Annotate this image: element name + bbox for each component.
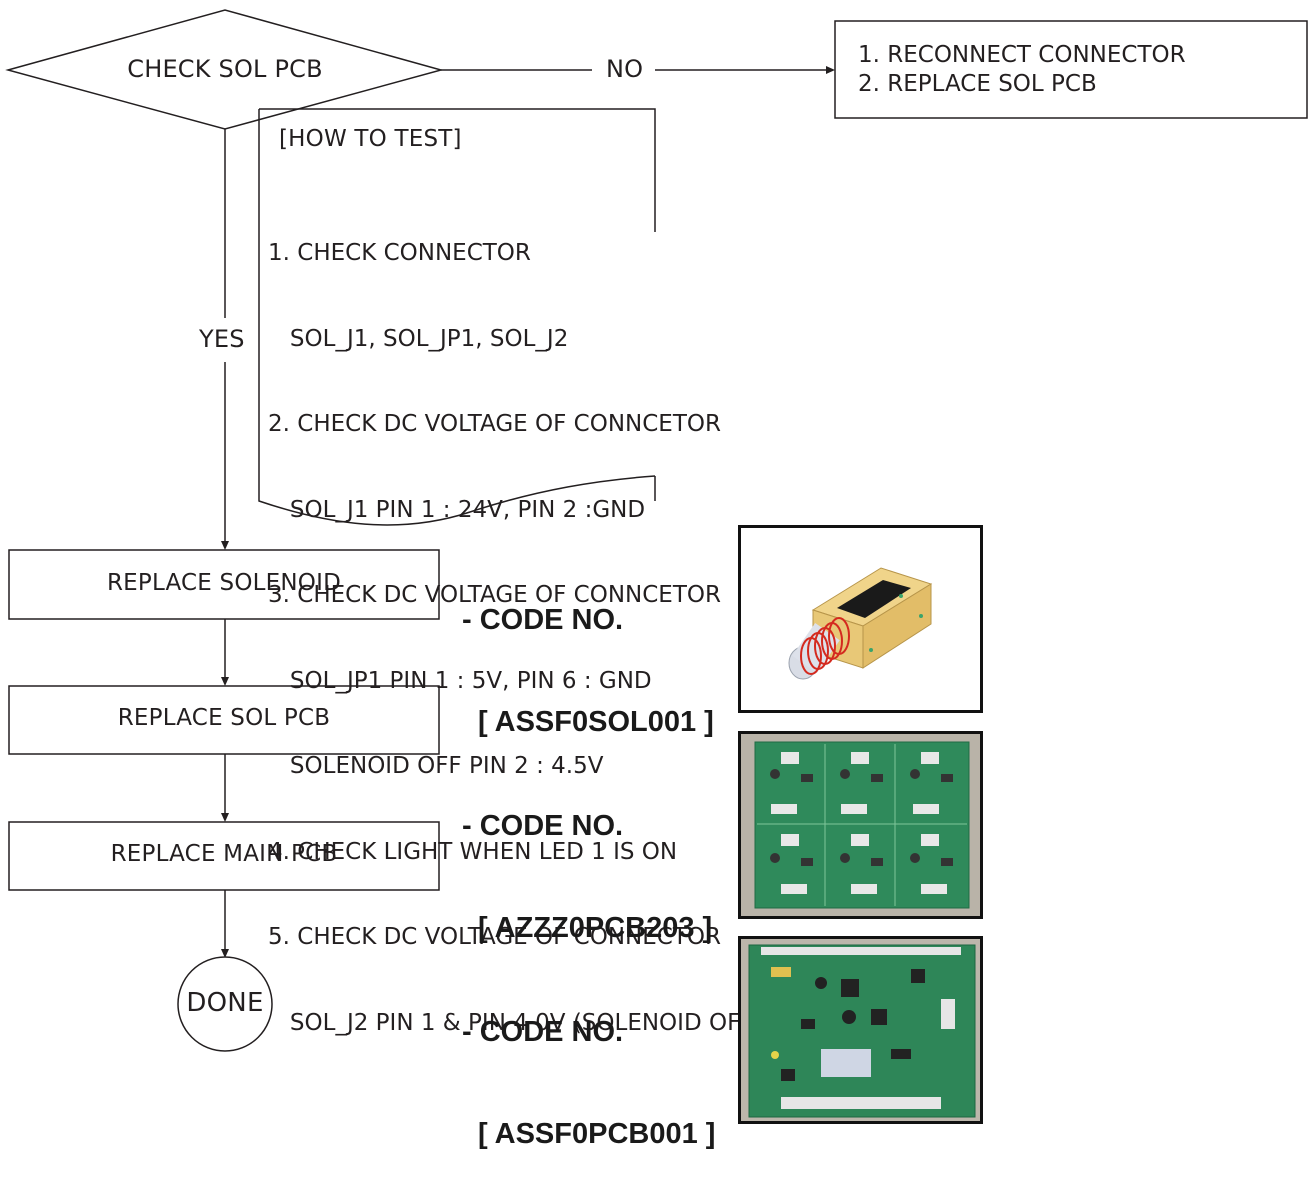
done-label: DONE xyxy=(186,988,264,1018)
step-arrowhead-1 xyxy=(221,677,229,686)
how-to-test-line: SOL_JP1 PIN 1 : 5V, PIN 6 : GND xyxy=(268,667,652,694)
sol-pcb-illustration xyxy=(741,734,980,916)
no-action-text: 1. RECONNECT CONNECTOR 2. REPLACE SOL PC… xyxy=(858,41,1186,99)
how-to-test-line: 5. CHECK DC VOLTAGE OF CONNECTOR xyxy=(268,924,721,950)
how-to-test-line: 4. CHECK LIGHT WHEN LED 1 IS ON xyxy=(268,838,678,865)
code-value: [ ASSF0PCB001 ] xyxy=(478,1118,716,1150)
no-arrowhead xyxy=(826,66,835,74)
no-action-box xyxy=(834,20,1308,119)
solenoid-photo xyxy=(738,525,983,713)
step-arrowhead-3 xyxy=(221,949,229,958)
step-arrowhead-2 xyxy=(221,813,229,822)
part-code-solenoid: - CODE NO. [ ASSF0SOL001 ] xyxy=(462,535,714,773)
step-box-3 xyxy=(8,821,440,891)
how-to-test-line: 1. CHECK CONNECTOR xyxy=(268,240,531,266)
code-no-label: - CODE NO. xyxy=(462,604,624,636)
how-to-test-line: SOL_J1, SOL_JP1, SOL_J2 xyxy=(268,325,569,352)
how-to-test-title: [HOW TO TEST] xyxy=(279,126,462,152)
main-pcb-photo xyxy=(738,936,983,1124)
yes-arrowhead xyxy=(221,541,229,550)
how-to-test-line: 3. CHECK DC VOLTAGE OF CONNCETOR xyxy=(268,582,721,608)
code-value: [ ASSF0SOL001 ] xyxy=(478,706,714,738)
how-to-test-line: 2. CHECK DC VOLTAGE OF CONNCETOR xyxy=(268,411,721,437)
step-box-1 xyxy=(8,549,440,620)
step-box-2 xyxy=(8,685,440,755)
flowchart-canvas xyxy=(5,9,1308,1052)
yes-label: YES xyxy=(199,325,245,353)
decision-label: CHECK SOL PCB xyxy=(127,55,323,83)
no-action-line-1: 1. RECONNECT CONNECTOR xyxy=(858,42,1186,68)
no-label: NO xyxy=(606,55,644,83)
how-to-test-steps: 1. CHECK CONNECTOR SOL_J1, SOL_JP1, SOL_… xyxy=(268,182,763,1066)
done-terminator xyxy=(177,956,273,1052)
step-label-replace-sol-pcb: REPLACE SOL PCB xyxy=(117,705,331,731)
code-no-label: - CODE NO. xyxy=(462,810,624,842)
step-label-replace-solenoid: REPLACE SOLENOID xyxy=(106,570,341,596)
no-action-line-2: 2. REPLACE SOL PCB xyxy=(858,71,1097,97)
how-to-test-line: SOL_J2 PIN 1 & PIN 4 0V (SOLENOID OFF) xyxy=(268,1009,763,1036)
code-no-label: - CODE NO. xyxy=(462,1016,624,1048)
how-to-test-line: SOL_J1 PIN 1 : 24V, PIN 2 :GND xyxy=(268,496,646,523)
part-code-sol-pcb: - CODE NO. [ AZZZ0PCB203 ] xyxy=(462,741,712,979)
how-to-test-line: SOLENOID OFF PIN 2 : 4.5V xyxy=(268,753,604,779)
how-to-test-note xyxy=(258,108,656,526)
solenoid-illustration xyxy=(788,567,933,680)
step-label-replace-main-pcb: REPLACE MAIN PCB xyxy=(110,841,338,867)
code-value: [ AZZZ0PCB203 ] xyxy=(478,912,713,944)
main-pcb-illustration xyxy=(741,939,980,1121)
sol-pcb-photo xyxy=(738,731,983,919)
part-code-main-pcb: - CODE NO. [ ASSF0PCB001 ] xyxy=(462,947,715,1185)
